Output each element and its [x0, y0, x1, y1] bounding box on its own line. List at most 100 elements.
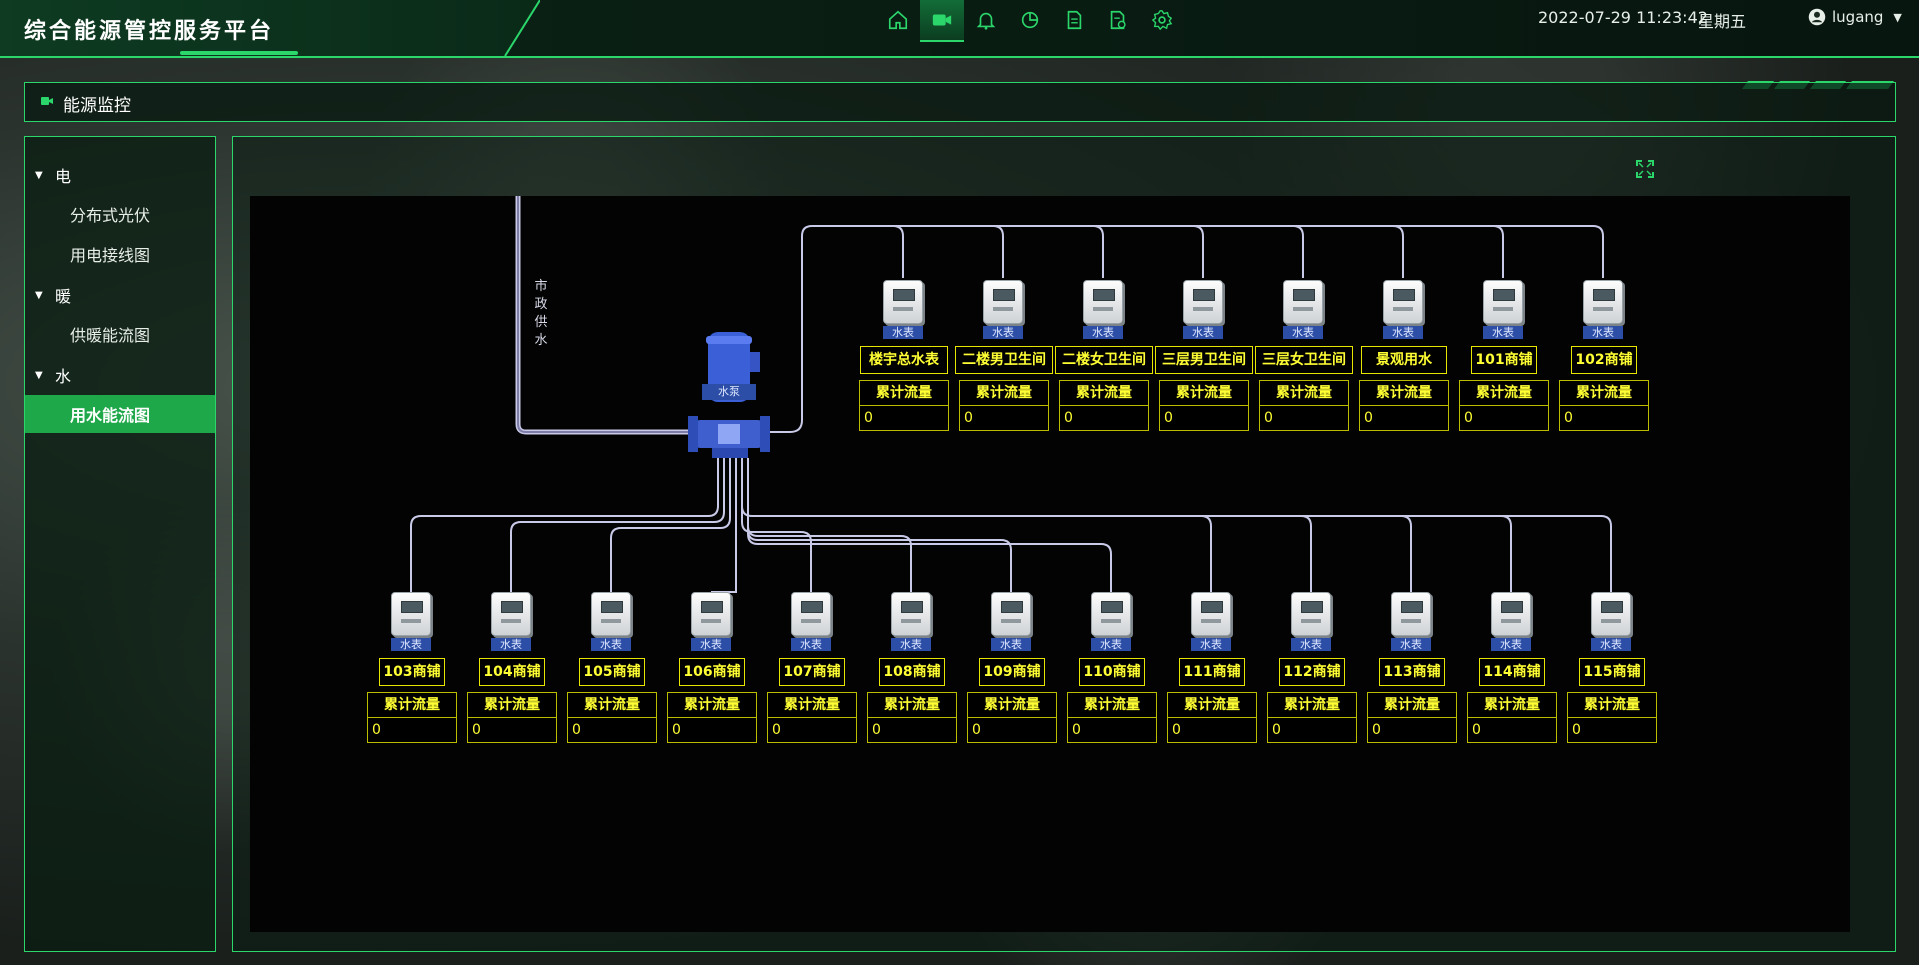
nav-settings[interactable]: [1140, 0, 1184, 40]
meter-name: 景观用水: [1361, 346, 1447, 374]
water-meter[interactable]: [1091, 592, 1131, 636]
pump-label: 水泵: [702, 384, 756, 400]
water-meter[interactable]: [791, 592, 831, 636]
flow-label: 累计流量: [960, 381, 1048, 406]
flow-label: 累计流量: [1568, 693, 1656, 718]
user-menu[interactable]: lugang ▼: [1808, 8, 1902, 26]
meter-name: 108商铺: [879, 658, 945, 686]
water-meter[interactable]: [391, 592, 431, 636]
current-datetime: 2022-07-29 11:23:42: [1538, 8, 1708, 27]
meter-icon: [983, 280, 1023, 324]
flow-value: 0: [372, 722, 381, 738]
tree-item-label: 分布式光伏: [70, 206, 151, 225]
water-meter[interactable]: [991, 592, 1031, 636]
meter-icon: [883, 280, 923, 324]
meter-tag: 水表: [591, 638, 631, 651]
water-meter[interactable]: [1483, 280, 1523, 324]
top-branch: [1192, 225, 1204, 278]
caret-down-icon: ▼: [35, 369, 43, 381]
meter-icon: [1383, 280, 1423, 324]
home-icon: [888, 10, 908, 30]
meter-tag: 水表: [1091, 638, 1131, 651]
water-meter[interactable]: [1283, 280, 1323, 324]
water-meter[interactable]: [691, 592, 731, 636]
supply-pipe-inner: [517, 196, 698, 433]
tree-item-label: 供暖能流图: [70, 326, 151, 345]
meter-tag: 水表: [891, 638, 931, 651]
nav-home[interactable]: [876, 0, 920, 40]
water-meter[interactable]: [983, 280, 1023, 324]
brand-panel: [0, 0, 540, 56]
water-meter[interactable]: [491, 592, 531, 636]
flow-label: 累计流量: [1560, 381, 1648, 406]
meter-name: 103商铺: [379, 658, 445, 686]
app-title: 综合能源管控服务平台: [24, 19, 275, 44]
nav-document[interactable]: [1052, 0, 1096, 40]
tree-group-electric[interactable]: ▼ 电: [25, 157, 215, 193]
flow-label: 累计流量: [860, 381, 948, 406]
cumulative-flow-box: 累计流量 0: [959, 380, 1049, 431]
tree-item-wiring[interactable]: 用电接线图: [25, 235, 215, 273]
water-meter[interactable]: [1583, 280, 1623, 324]
nav-analysis[interactable]: [1008, 0, 1052, 40]
video-icon: [932, 14, 952, 26]
water-meter[interactable]: [1383, 280, 1423, 324]
flow-label: 累计流量: [568, 693, 656, 718]
tree-group-water[interactable]: ▼ 水: [25, 357, 215, 393]
water-meter[interactable]: [1191, 592, 1231, 636]
flow-value: 0: [964, 410, 973, 426]
flow-label: 累计流量: [1260, 381, 1348, 406]
top-branch: [1492, 225, 1504, 278]
water-meter[interactable]: [883, 280, 923, 324]
flow-value: 0: [1072, 722, 1081, 738]
meter-name: 111商铺: [1179, 658, 1245, 686]
water-meter[interactable]: [1291, 592, 1331, 636]
water-meter[interactable]: [1491, 592, 1531, 636]
flow-label: 累计流量: [1160, 381, 1248, 406]
water-meter[interactable]: [591, 592, 631, 636]
flow-label: 累计流量: [368, 693, 456, 718]
tree-item-heating-flow[interactable]: 供暖能流图: [25, 315, 215, 353]
meter-icon: [1091, 592, 1131, 636]
flow-label: 累计流量: [468, 693, 556, 718]
tree-item-water-flow[interactable]: 用水能流图: [25, 395, 215, 433]
meter-tag: 水表: [1291, 638, 1331, 651]
bottom-branch: [1200, 515, 1212, 592]
meter-icon: [791, 592, 831, 636]
nav-monitor[interactable]: [920, 0, 964, 42]
flow-label: 累计流量: [1268, 693, 1356, 718]
user-name: lugang: [1832, 8, 1884, 26]
meter-tag: 水表: [1083, 326, 1123, 339]
gear-icon: [1151, 10, 1173, 31]
water-meter[interactable]: [891, 592, 931, 636]
brand-edge-decoration: [504, 0, 540, 56]
page-title: 能源监控: [63, 96, 131, 116]
meter-tag: 水表: [1283, 326, 1323, 339]
water-meter[interactable]: [1591, 592, 1631, 636]
flow-label: 累计流量: [1360, 381, 1448, 406]
water-meter[interactable]: [1391, 592, 1431, 636]
fullscreen-icon[interactable]: [1636, 160, 1654, 178]
nav-report[interactable]: [1096, 0, 1140, 40]
flow-value: 0: [864, 410, 873, 426]
meter-name: 三层男卫生间: [1155, 346, 1253, 374]
tree-group-heating[interactable]: ▼ 暖: [25, 277, 215, 313]
cumulative-flow-box: 累计流量 0: [367, 692, 457, 743]
meter-icon: [1483, 280, 1523, 324]
water-meter[interactable]: [1183, 280, 1223, 324]
water-meter[interactable]: [1083, 280, 1123, 324]
meter-tag: 水表: [491, 638, 531, 651]
flow-value: 0: [972, 722, 981, 738]
top-branch: [992, 225, 1004, 278]
meter-tag: 水表: [1591, 638, 1631, 651]
meter-tag: 水表: [883, 326, 923, 339]
tree-item-pv[interactable]: 分布式光伏: [25, 195, 215, 233]
caret-down-icon: ▼: [35, 169, 43, 181]
nav-alarm[interactable]: [964, 0, 1008, 40]
cumulative-flow-box: 累计流量 0: [859, 380, 949, 431]
